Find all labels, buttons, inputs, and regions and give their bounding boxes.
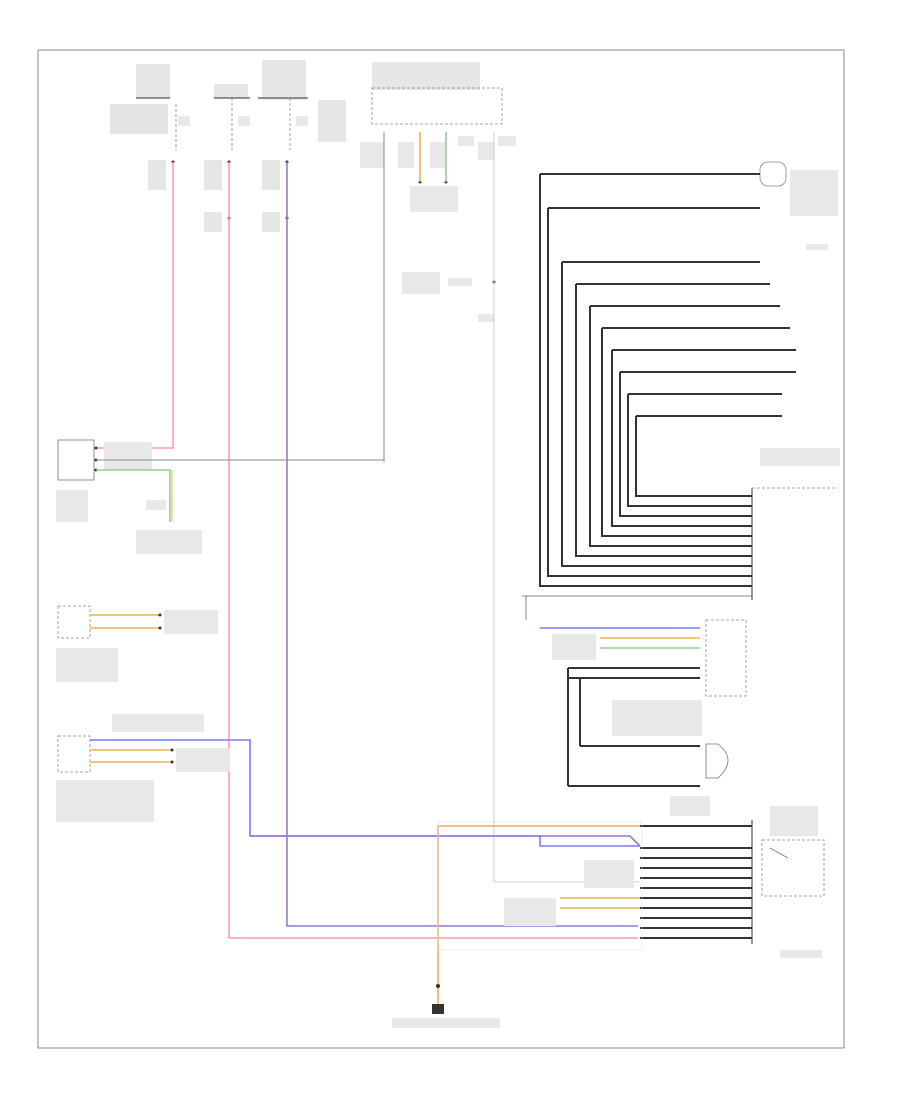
fuse-block-center xyxy=(214,60,346,150)
transmission-control-module xyxy=(751,448,840,600)
switch-module-1 xyxy=(56,439,202,554)
selector-lever-connector xyxy=(640,806,825,958)
control-module-top xyxy=(360,62,516,322)
switch-module-2 xyxy=(56,605,218,682)
fuse-output-labels xyxy=(148,160,289,232)
diagram-frame xyxy=(37,49,845,1049)
switch-module-3 xyxy=(56,714,540,837)
fuse-block-left xyxy=(110,64,190,150)
sensor-top-right xyxy=(759,161,838,250)
connector-mid-right xyxy=(525,596,747,816)
sensor-wire-bundle xyxy=(522,174,796,597)
